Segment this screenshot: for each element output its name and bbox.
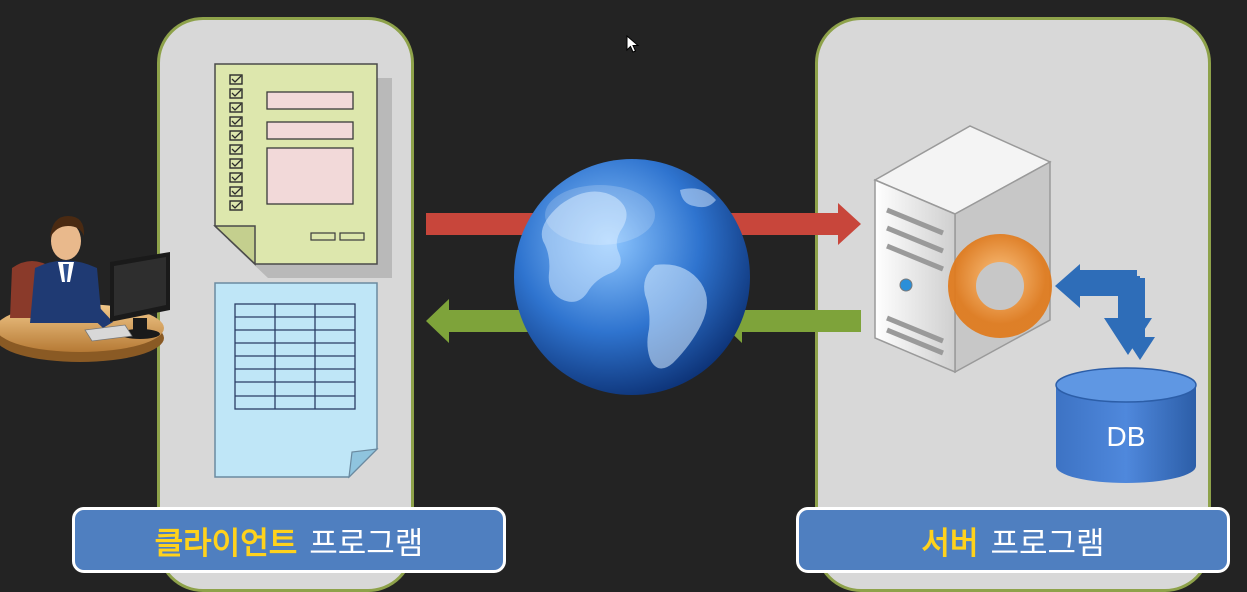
mouse-cursor-icon [626, 35, 640, 53]
globe-icon [514, 159, 750, 395]
user-at-computer-icon [0, 216, 170, 362]
server-db-arrow [1055, 262, 1155, 360]
database-cylinder-icon: DB [1055, 367, 1197, 483]
client-program-caption: 클라이언트 프로그램 [72, 507, 506, 573]
table-document-icon [214, 282, 379, 479]
client-label-rest: 프로그램 [309, 525, 424, 562]
server-label-rest: 프로그램 [990, 525, 1105, 562]
client-label-highlight: 클라이언트 [154, 525, 298, 562]
server-label-highlight: 서버 [921, 525, 979, 562]
server-program-caption: 서버 프로그램 [796, 507, 1230, 573]
service-ring-icon [948, 234, 1052, 338]
form-document-icon [213, 63, 392, 278]
request-arrow-globe-to-server [719, 203, 861, 245]
db-label: DB [1107, 421, 1146, 452]
architecture-diagram: DB [0, 63, 1197, 483]
response-arrow-server-to-globe [719, 299, 861, 343]
